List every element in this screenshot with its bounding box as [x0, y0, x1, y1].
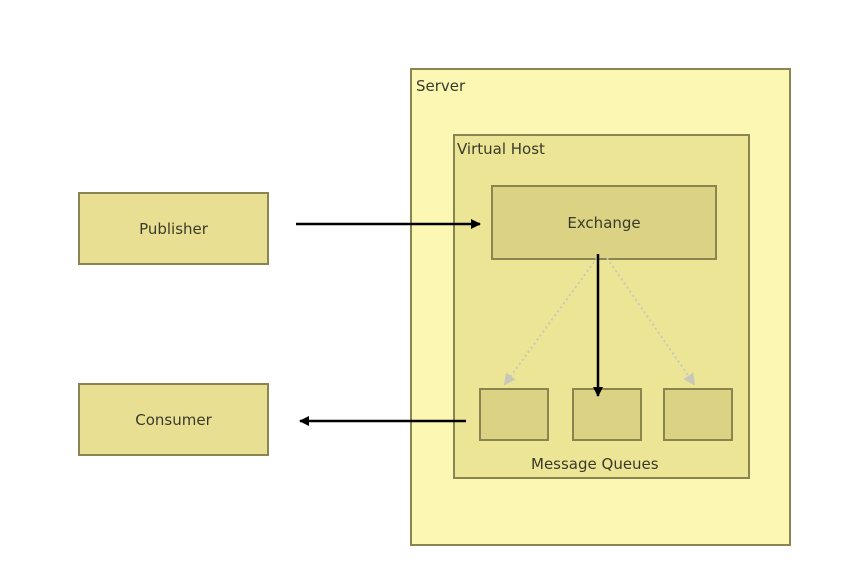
exchange-node: Exchange [491, 185, 717, 260]
publisher-label: Publisher [139, 219, 208, 238]
publisher-node: Publisher [78, 192, 269, 265]
queue-box-3 [663, 388, 733, 441]
consumer-node: Consumer [78, 383, 269, 456]
queue-box-2 [572, 388, 642, 441]
consumer-label: Consumer [135, 410, 212, 429]
queue-box-1 [479, 388, 549, 441]
edge-exchange-to-queue-1 [503, 257, 598, 386]
exchange-label: Exchange [567, 213, 641, 232]
message-queues-label: Message Queues [531, 455, 659, 473]
virtual-host-label: Virtual Host [457, 140, 545, 158]
edge-exchange-to-queue-3 [606, 257, 696, 386]
server-label: Server [416, 77, 466, 95]
